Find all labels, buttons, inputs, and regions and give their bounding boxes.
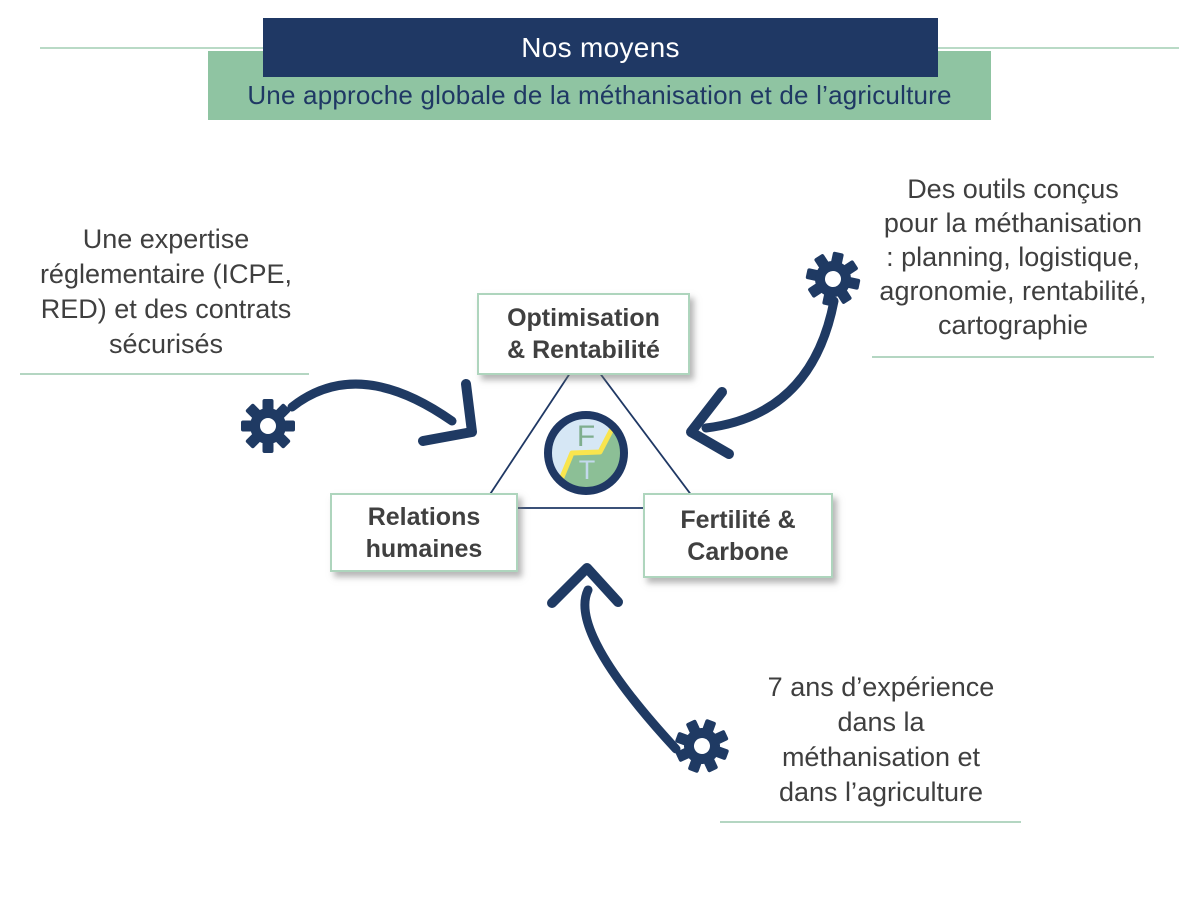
arrow-bottom-icon: [547, 563, 681, 754]
ft-logo-letter-f: F: [577, 420, 595, 453]
header-title: Nos moyens: [521, 31, 680, 63]
callout-experience-rule: [720, 821, 1021, 823]
node-fertilite-carbone: Fertilité & Carbone: [643, 493, 833, 578]
node-optimisation-rentabilite: Optimisation & Rentabilité: [477, 293, 690, 375]
gear-icon-left: [241, 399, 295, 453]
callout-experience-text: 7 ans d’expérience dans la méthanisation…: [767, 672, 995, 807]
header-subtitle: Une approche globale de la méthanisation…: [247, 80, 952, 110]
ft-logo: F T: [544, 411, 628, 495]
arrow-left-icon: [287, 379, 477, 446]
ft-logo-ring: [544, 411, 628, 495]
header-title-banner: Nos moyens: [263, 18, 938, 77]
ft-logo-letter-t: T: [579, 455, 596, 485]
callout-tools-text: Des outils conçus pour la méthanisation …: [879, 174, 1147, 340]
callout-expertise-rule: [20, 373, 309, 375]
node-relations-humaines: Relations humaines: [330, 493, 518, 572]
callout-tools-rule: [872, 356, 1154, 358]
callout-expertise-text: Une expertise réglementaire (ICPE, RED) …: [39, 224, 293, 359]
ft-logo-yellow-line: [557, 421, 618, 483]
arrow-right-icon: [686, 296, 839, 459]
